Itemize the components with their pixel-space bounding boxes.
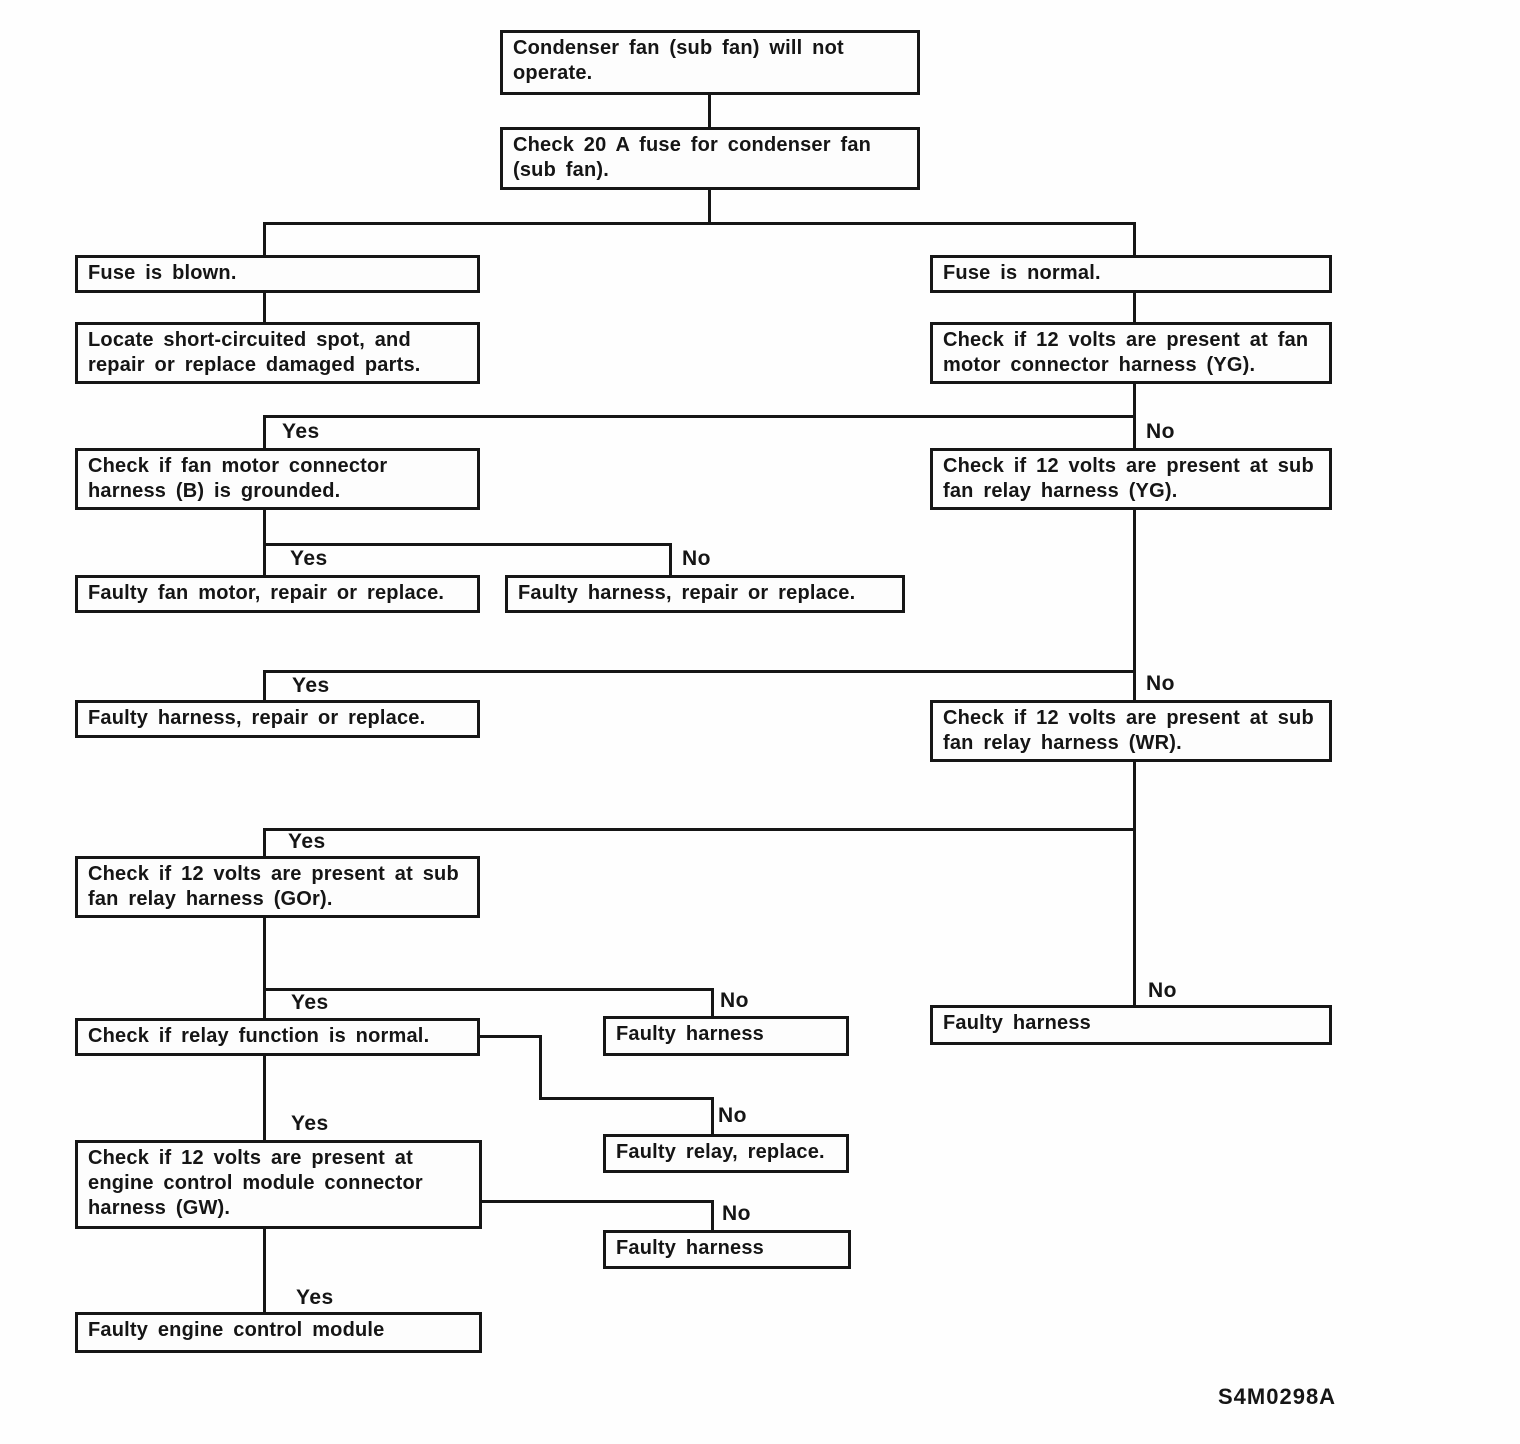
connector-line [263,828,1136,831]
connector-line [539,1035,542,1100]
figure-code: S4M0298A [1218,1384,1337,1409]
connector-line [1133,508,1136,703]
flow-node-faulty-harness-mid3: Faulty harness [603,1230,851,1269]
flow-node-check-relay-function: Check if relay function is normal. [75,1018,480,1056]
flow-node-start: Condenser fan (sub fan) will not operate… [500,30,920,95]
branch-label-yes: Yes [292,674,330,697]
connector-line [263,415,266,451]
connector-line [263,670,266,703]
branch-label-yes: Yes [290,547,328,570]
flow-node-check-ecm-12v: Check if 12 volts are present at engine … [75,1140,482,1229]
connector-line [263,916,266,1021]
flow-node-locate-short: Locate short-circuited spot, and repair … [75,322,480,384]
flow-node-faulty-fan-motor: Faulty fan motor, repair or replace. [75,575,480,613]
connector-line [263,828,266,859]
flow-node-check-fan-motor-12v: Check if 12 volts are present at fan mot… [930,322,1332,384]
connector-line [263,670,1136,673]
branch-label-yes: Yes [291,991,329,1014]
branch-label-no: No [1148,979,1177,1002]
flow-node-faulty-harness-right: Faulty harness [930,1005,1332,1045]
branch-label-no: No [722,1202,751,1225]
flow-node-check-motor-ground: Check if fan motor connector harness (B)… [75,448,480,510]
flow-node-faulty-harness-left: Faulty harness, repair or replace. [75,700,480,738]
connector-line [263,1227,266,1315]
branch-label-yes: Yes [282,420,320,443]
branch-label-no: No [682,547,711,570]
flow-node-check-sub-relay-gor: Check if 12 volts are present at sub fan… [75,856,480,918]
connector-line [263,222,266,258]
flow-node-check-sub-relay-wr: Check if 12 volts are present at sub fan… [930,700,1332,762]
branch-label-no: No [718,1104,747,1127]
flow-node-fuse-normal: Fuse is normal. [930,255,1332,293]
flow-node-check-fuse: Check 20 A fuse for condenser fan (sub f… [500,127,920,190]
connector-line [708,188,711,225]
connector-line [708,94,711,130]
connector-line [711,1097,714,1137]
flow-node-check-sub-relay-yg: Check if 12 volts are present at sub fan… [930,448,1332,510]
connector-line [669,543,672,578]
branch-label-yes: Yes [288,830,326,853]
connector-line [263,1054,266,1143]
connector-line [1133,291,1136,325]
connector-line [1133,760,1136,1008]
connector-line [711,988,714,1019]
branch-label-no: No [1146,420,1175,443]
flow-node-faulty-relay: Faulty relay, replace. [603,1134,849,1173]
connector-line [263,543,672,546]
branch-label-yes: Yes [291,1112,329,1135]
connector-line [1133,222,1136,258]
branch-label-yes: Yes [296,1286,334,1309]
connector-line [539,1097,714,1100]
flow-node-faulty-ecm: Faulty engine control module [75,1312,482,1353]
flow-node-fuse-blown: Fuse is blown. [75,255,480,293]
branch-label-no: No [1146,672,1175,695]
connector-line [263,222,1136,225]
connector-line [482,1200,714,1203]
flow-node-faulty-harness-mid1: Faulty harness, repair or replace. [505,575,905,613]
connector-line [711,1200,714,1233]
flow-node-faulty-harness-mid2: Faulty harness [603,1016,849,1056]
connector-line [263,988,714,991]
connector-line [480,1035,542,1038]
connector-line [263,415,1136,418]
branch-label-no: No [720,989,749,1012]
connector-line [263,291,266,325]
